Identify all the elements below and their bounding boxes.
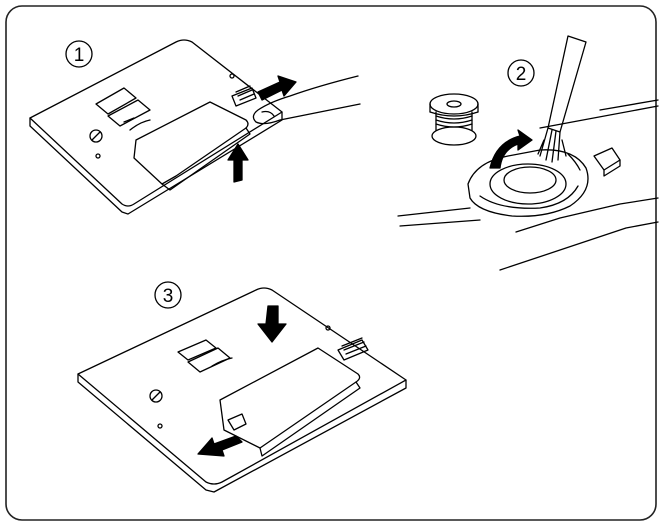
step-1-circle [65, 40, 93, 68]
step-2-circle [507, 59, 535, 87]
curved-arrow-icon [489, 129, 533, 169]
step-2-number: 2 [516, 64, 527, 85]
bobbin-area [467, 149, 589, 217]
bobbin-cover-3 [219, 347, 361, 449]
bobbin-cover-1 [133, 101, 249, 185]
step-1-illustration: 1 [29, 39, 361, 215]
arrow-push-latch [257, 75, 297, 101]
step-3-illustration: 3 [77, 281, 407, 493]
arrow-slide-left [197, 435, 243, 457]
bobbin-icon [429, 93, 479, 146]
brush-icon [537, 35, 587, 163]
diagram-frame [5, 5, 657, 521]
finger [252, 75, 361, 125]
step-3-number: 3 [163, 286, 174, 307]
step-3-circle [154, 281, 182, 309]
arrow-insert-down [257, 305, 287, 343]
arrow-lift-cover [227, 143, 249, 183]
step-2-illustration: 2 [397, 35, 659, 271]
step-1-number: 1 [74, 45, 85, 66]
